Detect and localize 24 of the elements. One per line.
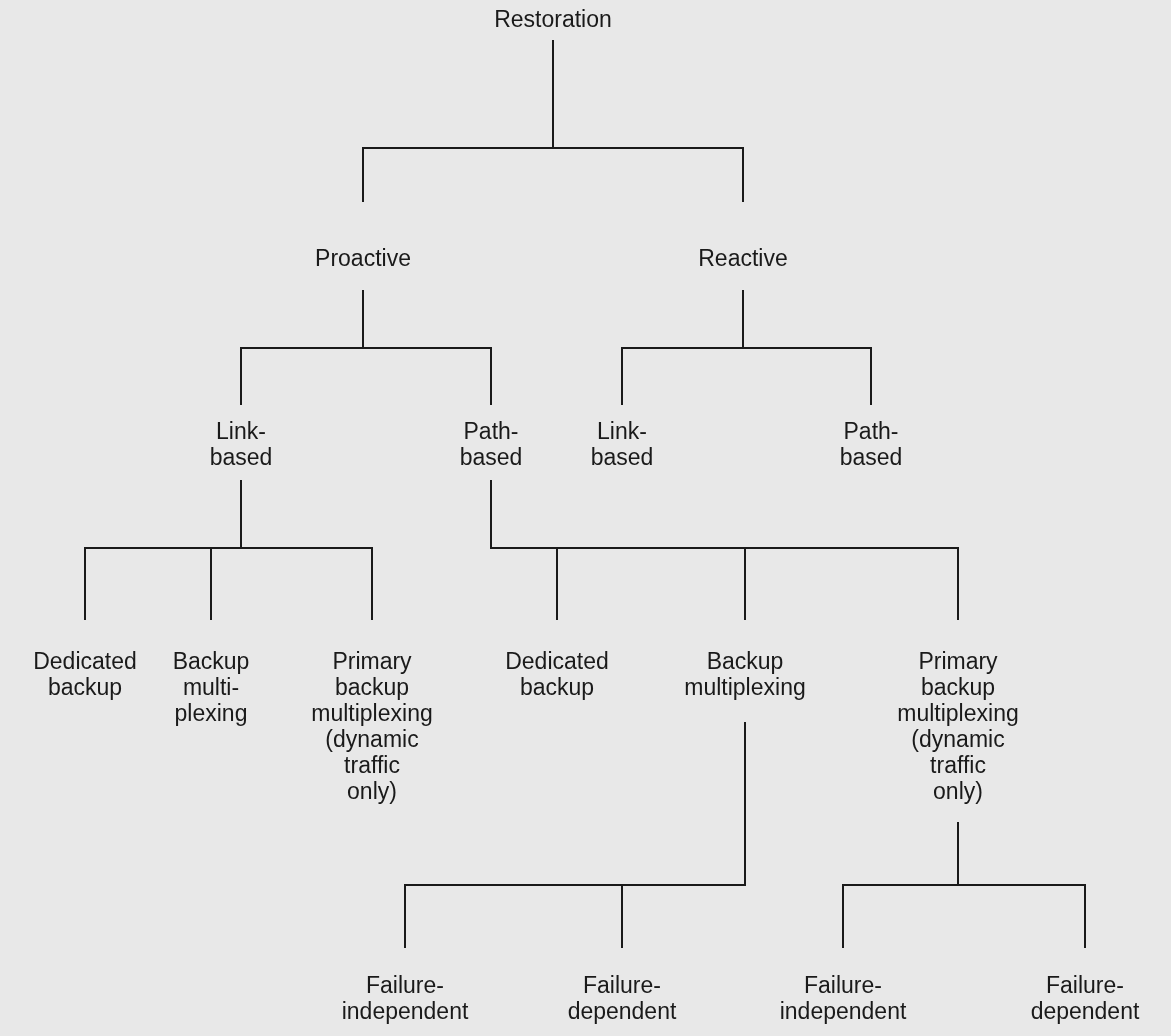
node-label: Failure- dependent (547, 948, 697, 1024)
node-label: Proactive (288, 202, 438, 290)
tree-connector (490, 479, 959, 621)
node-label: Failure- independent (768, 948, 918, 1024)
node-label: Primary backup multiplexing (dynamic traffic only) (297, 620, 447, 804)
node-label: Primary backup multiplexing (dynamic traffic only) (883, 620, 1033, 822)
node-label: Link- based (181, 405, 301, 480)
tree-connector (240, 479, 373, 621)
tree-connector (552, 39, 744, 203)
tree-connector (742, 289, 872, 406)
node-label: Dedicated backup (24, 620, 146, 700)
tree-connector (621, 721, 746, 949)
node-label: Failure- dependent (1010, 948, 1160, 1024)
node-label: Dedicated backup (482, 620, 632, 700)
tree-connector (957, 821, 1086, 949)
node-label: Link- based (562, 405, 682, 480)
tree-connector (362, 289, 492, 406)
node-label: Path- based (811, 405, 931, 480)
node-label: Reactive (668, 202, 818, 290)
node-label: Backup multiplexing (665, 620, 825, 722)
node-label: Restoration (468, 4, 638, 40)
node-label: Failure- independent (330, 948, 480, 1024)
node-label: Path- based (431, 405, 551, 480)
node-label: Backup multi- plexing (155, 620, 267, 726)
